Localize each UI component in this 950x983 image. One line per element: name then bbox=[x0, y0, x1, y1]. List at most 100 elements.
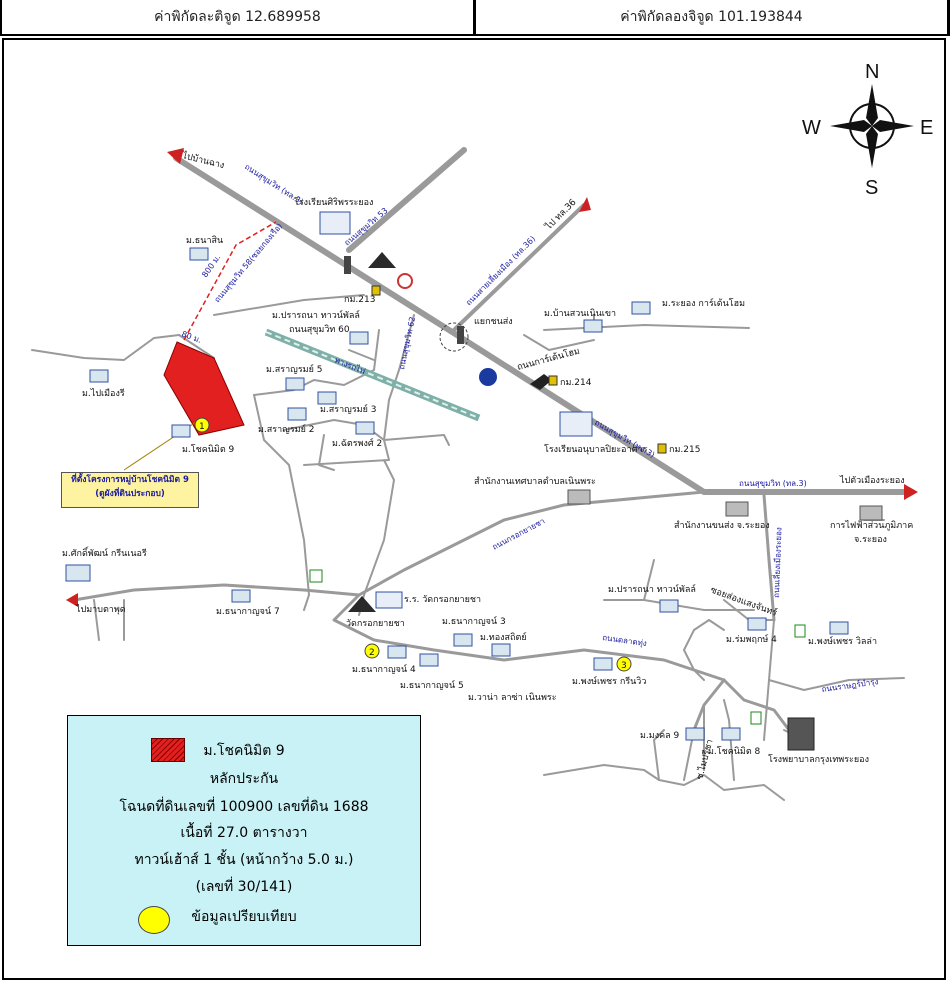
store-icon bbox=[794, 624, 806, 638]
map-labels: ไปบ้านฉาง ถนนสุขุมวิท (ทล.3) โรงเรียนศิร… bbox=[62, 150, 913, 781]
label-sukhumvit-58: ถนนสุขุมวิท 58(ซอยกองเรือ) bbox=[213, 222, 284, 305]
label-m-mongkol: ม.มงคล 9 bbox=[640, 731, 680, 741]
house-icon bbox=[593, 657, 613, 671]
label-m-phongphet-green: ม.พงษ์เพชร กรีนวิว bbox=[572, 675, 646, 687]
legend-area: เนื้อที่ 27.0 ตารางวา bbox=[180, 825, 308, 841]
marker-2: 2 bbox=[369, 648, 375, 658]
temple-icon bbox=[348, 596, 376, 612]
distance-line bbox=[183, 221, 277, 341]
label-school-anuban: โรงเรียนอนุบาลปิยะอาคาร bbox=[544, 444, 648, 455]
toyota-icon bbox=[397, 273, 413, 289]
house-icon bbox=[685, 727, 705, 741]
house-icon bbox=[65, 564, 91, 582]
house-icon bbox=[285, 377, 305, 391]
comparison-markers: 1 2 3 bbox=[194, 417, 632, 672]
legend-comparison: ข้อมูลเปรียบเทียบ bbox=[191, 909, 297, 925]
house-icon bbox=[583, 319, 603, 333]
house-icon bbox=[453, 633, 473, 647]
building-icons bbox=[309, 211, 883, 751]
house-icon bbox=[829, 621, 849, 635]
house-icon bbox=[89, 369, 109, 383]
label-junction: แยกชนส่ง bbox=[474, 317, 513, 327]
major-roads bbox=[72, 147, 907, 732]
label-m-thongsathit: ม.ทองสถิตย์ bbox=[480, 631, 527, 643]
arrow-to-h36 bbox=[579, 197, 591, 212]
legend-box: ม.โชคนิมิต 9 หลักประกัน โฉนดที่ดินเลขที่… bbox=[67, 715, 421, 946]
compass-needle bbox=[866, 84, 878, 126]
railway-line bbox=[264, 328, 481, 422]
legend-project: ม.โชคนิมิต 9 bbox=[203, 743, 285, 759]
office-icon bbox=[567, 489, 591, 505]
label-school-wat: ร.ร. วัดกรอกยายชา bbox=[404, 595, 481, 605]
store-icon bbox=[750, 711, 762, 725]
label-m-thanakanchana3: ม.ธนากาญจน์ 3 bbox=[442, 615, 506, 627]
marker-1: 1 bbox=[199, 422, 205, 432]
compass-needle bbox=[830, 120, 872, 132]
label-m-prasanna: ม.ปรารถนา ทาวน์พัลล์ bbox=[272, 309, 360, 321]
house-icon bbox=[631, 301, 651, 315]
marker-1-circle bbox=[194, 417, 210, 433]
arrow-to-rayong bbox=[904, 484, 918, 500]
house-icon bbox=[171, 424, 191, 438]
compass-needle bbox=[866, 126, 878, 168]
map-frame: 1 2 3 bbox=[2, 38, 946, 980]
label-m-sarakrom3: ม.สราญรมย์ 3 bbox=[320, 403, 376, 415]
house-icon bbox=[721, 727, 741, 741]
house-icon bbox=[317, 391, 337, 405]
label-soi: ซอยส่องแสงจันทร์ bbox=[709, 584, 779, 619]
airplane-icon bbox=[530, 374, 552, 390]
km-icon bbox=[548, 375, 558, 386]
label-sukhumvit-60: ถนนสุขุมวิท 60 bbox=[289, 324, 350, 335]
project-swatch bbox=[151, 738, 185, 762]
label-m-romruk4: ม.ร่มพฤกษ์ 4 bbox=[726, 633, 777, 645]
coordinate-header: ค่าพิกัดละติจูด 12.689958 ค่าพิกัดลองจิจ… bbox=[0, 0, 950, 36]
compass-west: W bbox=[802, 117, 821, 139]
label-pea2: จ.ระยอง bbox=[854, 535, 887, 545]
label-provincial-office: สำนักงานขนส่ง จ.ระยอง bbox=[674, 520, 770, 531]
label-km213: กม.213 bbox=[344, 295, 375, 305]
hospital-icon bbox=[787, 717, 815, 751]
label-m-chatsong2: ม.ฉัตรพงศ์ 2 bbox=[332, 437, 382, 449]
compass-south: S bbox=[865, 177, 878, 199]
label-soi-mai: ซ.ไมปรีชา bbox=[694, 738, 715, 781]
traffic-light-icon bbox=[344, 256, 351, 274]
label-m-pailom: ม.ไปเมืองรี bbox=[82, 388, 125, 399]
label-m-thanakanchana5: ม.ธนากาญจน์ 5 bbox=[400, 679, 464, 691]
compass-north: N bbox=[865, 61, 879, 83]
legend-deed: โฉนดที่ดินเลขที่ 100900 เลขที่ดิน 1688 bbox=[119, 799, 369, 815]
label-km215: กม.215 bbox=[669, 445, 700, 455]
label-sukhumvit-inner: ถนนเลี่ยงเมืองระยอง bbox=[770, 527, 783, 598]
ptt-icon bbox=[479, 368, 497, 386]
school-icon bbox=[559, 411, 593, 437]
house-icon bbox=[355, 421, 375, 435]
traffic-light-icon bbox=[457, 326, 464, 344]
compass-east: E bbox=[920, 117, 933, 139]
marker-2-circle bbox=[364, 643, 380, 659]
house-icon bbox=[287, 407, 307, 421]
latitude-cell: ค่าพิกัดละติจูด 12.689958 bbox=[0, 0, 476, 34]
house-icon bbox=[387, 645, 407, 659]
temple-icon bbox=[368, 252, 396, 268]
label-wat: วัดกรอกยายชา bbox=[346, 619, 405, 629]
label-tessaban: สำนักงานเทศบาลตำบลเนินพระ bbox=[474, 476, 596, 487]
label-sukhumvit-62: ถนนสุขุมวิท 62 bbox=[397, 316, 417, 371]
label-h36-road: ถนนสายเลี่ยงเมือง (ทล.36) bbox=[463, 233, 538, 308]
comparison-dot bbox=[138, 906, 170, 934]
label-m-thanakanchana7: ม.ธนากาญจน์ 7 bbox=[216, 605, 280, 617]
store-icon bbox=[309, 569, 323, 583]
office-icon bbox=[859, 505, 883, 521]
label-pea: การไฟฟ้าส่วนภูมิภาค bbox=[830, 520, 913, 531]
house-icon bbox=[231, 589, 251, 603]
compass-needle bbox=[872, 120, 914, 132]
label-railway: ทางรถไฟ bbox=[333, 356, 367, 377]
label-m-ban-suan: ม.บ้านสวนเนินเขา bbox=[544, 308, 616, 319]
project-plot bbox=[163, 341, 245, 436]
project-callout: ที่ตั้งโครงการหมู่บ้านโชคนิมิต 9 (ดูผังท… bbox=[61, 472, 199, 508]
map-canvas: 1 2 3 bbox=[31, 61, 933, 801]
school-icon bbox=[375, 591, 403, 609]
legend-building: ทาวน์เฮ้าส์ 1 ชั้น (หน้ากว้าง 5.0 ม.) bbox=[134, 852, 354, 868]
house-icons bbox=[65, 247, 849, 741]
house-icon bbox=[659, 599, 679, 613]
arrow-to-banchang bbox=[167, 148, 184, 164]
label-market-road: ถนนตลาดทุ่ง bbox=[602, 633, 648, 648]
